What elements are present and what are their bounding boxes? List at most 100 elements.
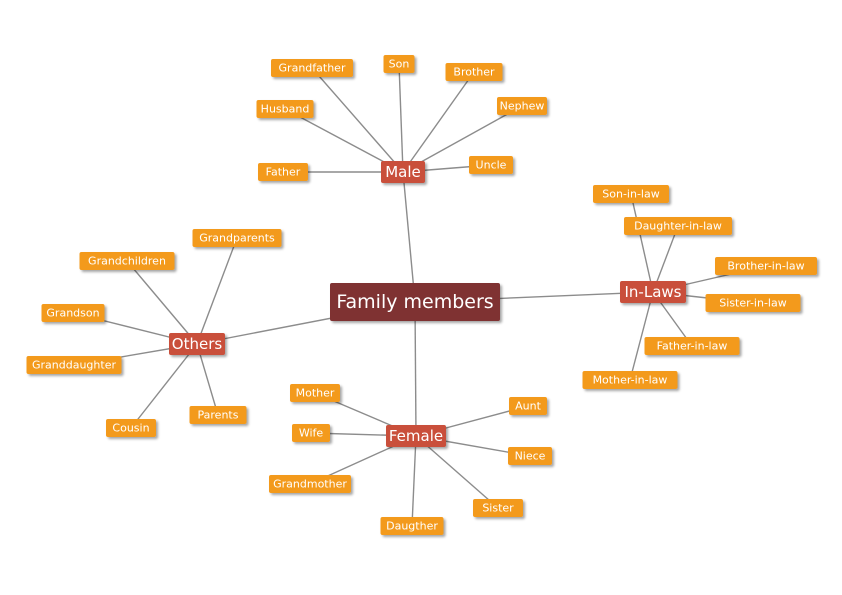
- edge-male-brother: [402, 71, 475, 173]
- node-husband-box: [256, 100, 314, 118]
- node-female-box: [386, 425, 446, 447]
- node-grandfather[interactable]: Grandfather: [271, 59, 353, 77]
- node-others-box: [169, 333, 225, 355]
- node-uncle-box: [469, 156, 513, 174]
- node-father-in-law[interactable]: Father-in-law: [644, 337, 740, 355]
- node-inlaws-label: In-Laws: [625, 283, 682, 301]
- node-niece[interactable]: Niece: [508, 447, 552, 465]
- node-sister-box: [473, 499, 523, 517]
- node-female[interactable]: Female: [386, 425, 446, 447]
- node-grandchildren-box: [79, 252, 175, 270]
- node-parents[interactable]: Parents: [189, 406, 247, 424]
- node-nephew-label: Nephew: [500, 100, 545, 113]
- node-male-box: [381, 161, 425, 183]
- node-parents-label: Parents: [198, 409, 239, 422]
- node-female-label: Female: [389, 427, 443, 445]
- node-family-members[interactable]: Family members: [330, 283, 500, 321]
- node-daugther[interactable]: Daugther: [380, 517, 444, 535]
- node-father-box: [258, 163, 308, 181]
- node-others[interactable]: Others: [169, 333, 225, 355]
- node-granddaughter-label: Granddaughter: [32, 359, 116, 372]
- node-grandchildren[interactable]: Grandchildren: [79, 252, 175, 270]
- node-uncle-label: Uncle: [476, 159, 507, 172]
- node-granddaughter-box: [26, 356, 122, 374]
- node-mother-in-law[interactable]: Mother-in-law: [582, 371, 678, 389]
- node-brother-label: Brother: [453, 66, 495, 79]
- edge-male-son: [398, 63, 404, 173]
- node-nephew[interactable]: Nephew: [497, 97, 547, 115]
- edge-root-female: [414, 301, 417, 437]
- node-niece-label: Niece: [515, 450, 546, 463]
- node-grandparents-label: Grandparents: [199, 232, 275, 245]
- node-father-in-law-label: Father-in-law: [657, 340, 728, 353]
- node-male-label: Male: [385, 163, 421, 181]
- node-son-in-law[interactable]: Son-in-law: [593, 185, 669, 203]
- node-husband-label: Husband: [261, 103, 310, 116]
- node-grandfather-box: [271, 59, 353, 77]
- node-daughter-in-law[interactable]: Daughter-in-law: [624, 217, 732, 235]
- node-sister-in-law-box: [705, 294, 801, 312]
- node-grandson-box: [41, 304, 105, 322]
- node-family-members-label: Family members: [336, 291, 493, 313]
- edge-female-sister: [415, 435, 499, 509]
- node-sister-in-law-label: Sister-in-law: [719, 297, 786, 310]
- node-son-in-law-label: Son-in-law: [602, 188, 659, 201]
- node-daugther-box: [380, 517, 444, 535]
- node-aunt-label: Aunt: [515, 400, 541, 413]
- node-brother-in-law-box: [715, 257, 817, 275]
- node-mother-in-law-box: [582, 371, 678, 389]
- node-father[interactable]: Father: [258, 163, 308, 181]
- node-wife-box: [292, 424, 330, 442]
- node-brother-in-law[interactable]: Brother-in-law: [715, 257, 817, 275]
- node-brother[interactable]: Brother: [445, 63, 503, 81]
- node-mother-in-law-label: Mother-in-law: [593, 374, 668, 387]
- node-grandparents[interactable]: Grandparents: [192, 229, 282, 247]
- node-grandfather-label: Grandfather: [279, 62, 346, 75]
- node-son-label: Son: [389, 58, 410, 71]
- node-son-box: [383, 55, 415, 73]
- node-daugther-label: Daugther: [386, 520, 438, 533]
- node-male[interactable]: Male: [381, 161, 425, 183]
- node-mother-box: [290, 384, 340, 402]
- node-aunt[interactable]: Aunt: [509, 397, 547, 415]
- node-nephew-box: [497, 97, 547, 115]
- edge-others-grandchildren: [126, 260, 198, 345]
- node-grandmother[interactable]: Grandmother: [269, 475, 351, 493]
- node-granddaughter[interactable]: Granddaughter: [26, 356, 122, 374]
- edge-others-parents: [196, 343, 219, 416]
- node-aunt-box: [509, 397, 547, 415]
- node-brother-in-law-label: Brother-in-law: [727, 260, 804, 273]
- node-sister[interactable]: Sister: [473, 499, 523, 517]
- node-cousin-label: Cousin: [112, 422, 149, 435]
- edge-others-grandparents: [196, 237, 238, 345]
- node-inlaws[interactable]: In-Laws: [620, 281, 686, 303]
- node-mother-label: Mother: [296, 387, 335, 400]
- edge-others-cousin: [130, 343, 198, 429]
- node-son-in-law-box: [593, 185, 669, 203]
- node-niece-box: [508, 447, 552, 465]
- node-grandmother-label: Grandmother: [273, 478, 347, 491]
- node-cousin[interactable]: Cousin: [106, 419, 156, 437]
- node-father-label: Father: [266, 166, 301, 179]
- node-uncle[interactable]: Uncle: [469, 156, 513, 174]
- edge-inlaws-son-in-law: [630, 193, 654, 293]
- node-sister-in-law[interactable]: Sister-in-law: [705, 294, 801, 312]
- node-grandson[interactable]: Grandson: [41, 304, 105, 322]
- edge-root-male: [402, 171, 416, 303]
- node-brother-box: [445, 63, 503, 81]
- node-wife[interactable]: Wife: [292, 424, 330, 442]
- node-husband[interactable]: Husband: [256, 100, 314, 118]
- node-son[interactable]: Son: [383, 55, 415, 73]
- edge-female-daugther: [411, 435, 417, 527]
- node-daughter-in-law-box: [624, 217, 732, 235]
- node-grandchildren-label: Grandchildren: [88, 255, 166, 268]
- node-grandmother-box: [269, 475, 351, 493]
- node-grandson-label: Grandson: [46, 307, 99, 320]
- node-inlaws-box: [620, 281, 686, 303]
- node-mother[interactable]: Mother: [290, 384, 340, 402]
- node-daughter-in-law-label: Daughter-in-law: [634, 220, 722, 233]
- node-cousin-box: [106, 419, 156, 437]
- node-family-members-box: [330, 283, 500, 321]
- edge-inlaws-mother-in-law: [629, 291, 654, 381]
